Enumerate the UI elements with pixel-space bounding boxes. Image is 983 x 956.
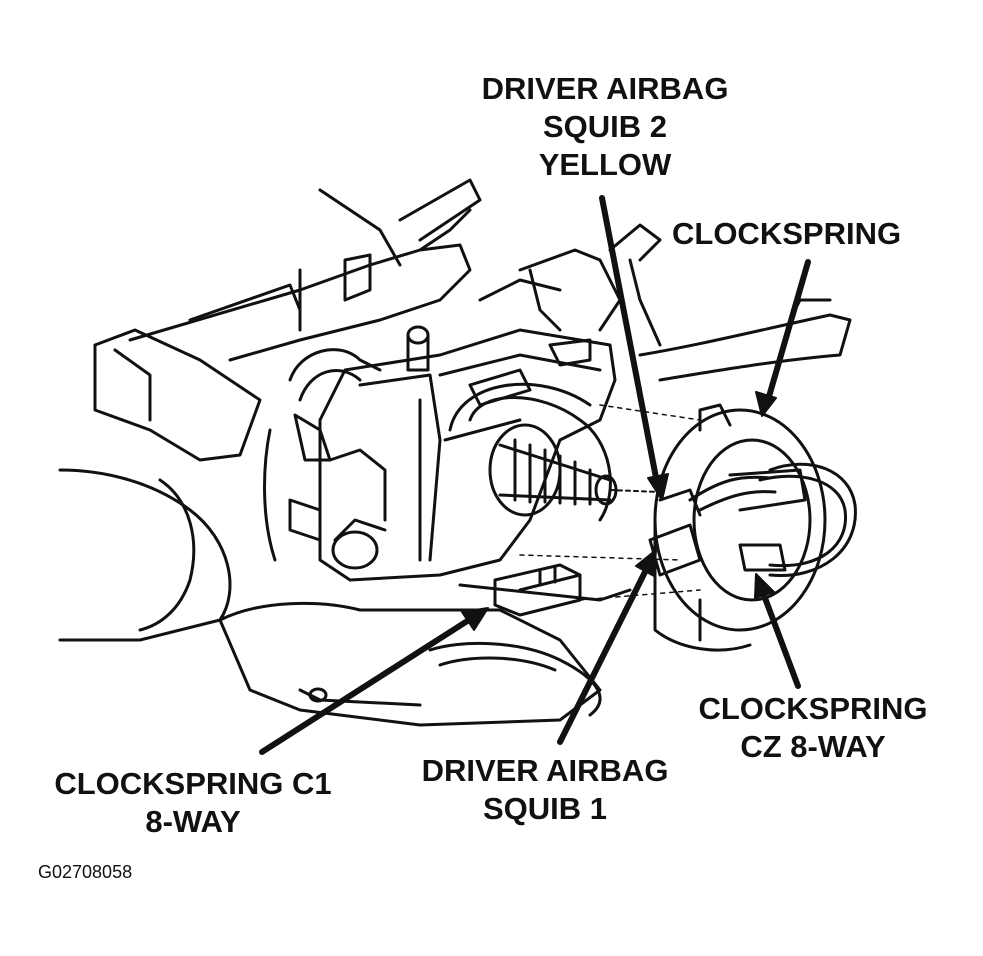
callout-arrows [259,195,811,755]
column-shroud [58,328,602,727]
squib1-arrow [557,549,657,745]
callout-line: CLOCKSPRING [698,691,928,726]
c1-connector [493,563,582,617]
callout-clockspring: CLOCKSPRING [672,215,952,253]
figure-id: G02708058 [38,862,133,882]
clockspring-c1-arrow [259,607,489,755]
callout-clockspring-cz-8-way: CLOCKSPRING CZ 8-WAY [673,690,953,766]
callout-line: YELLOW [538,147,672,182]
callout-line: 8-WAY [145,804,241,839]
callout-line: CLOCKSPRING [672,216,902,251]
callout-line: CZ 8-WAY [740,729,886,764]
callout-driver-airbag-squib-1: DRIVER AIRBAG SQUIB 1 [395,752,695,828]
clockspring-arrow [755,259,811,417]
alignment-lines [519,404,701,601]
steering-shaft [448,382,661,522]
callout-line: CLOCKSPRING C1 [54,766,332,801]
clockspring-cz-arrow [754,573,801,689]
callout-line: DRIVER AIRBAG [421,753,669,788]
clockspring-assembly [648,408,857,652]
callout-clockspring-c1-8-way: CLOCKSPRING C1 8-WAY [28,765,358,841]
switch-housing [318,325,632,602]
callout-line: DRIVER AIRBAG [481,71,729,106]
mounting-bracket [128,178,622,362]
callout-line: SQUIB 2 [542,109,668,144]
callout-driver-airbag-squib-2: DRIVER AIRBAG SQUIB 2 YELLOW [455,70,755,184]
callout-line: SQUIB 1 [482,791,608,826]
squib2-arrow [599,195,669,501]
turn-signal-lever [608,223,852,432]
hazard-tube [263,348,382,562]
